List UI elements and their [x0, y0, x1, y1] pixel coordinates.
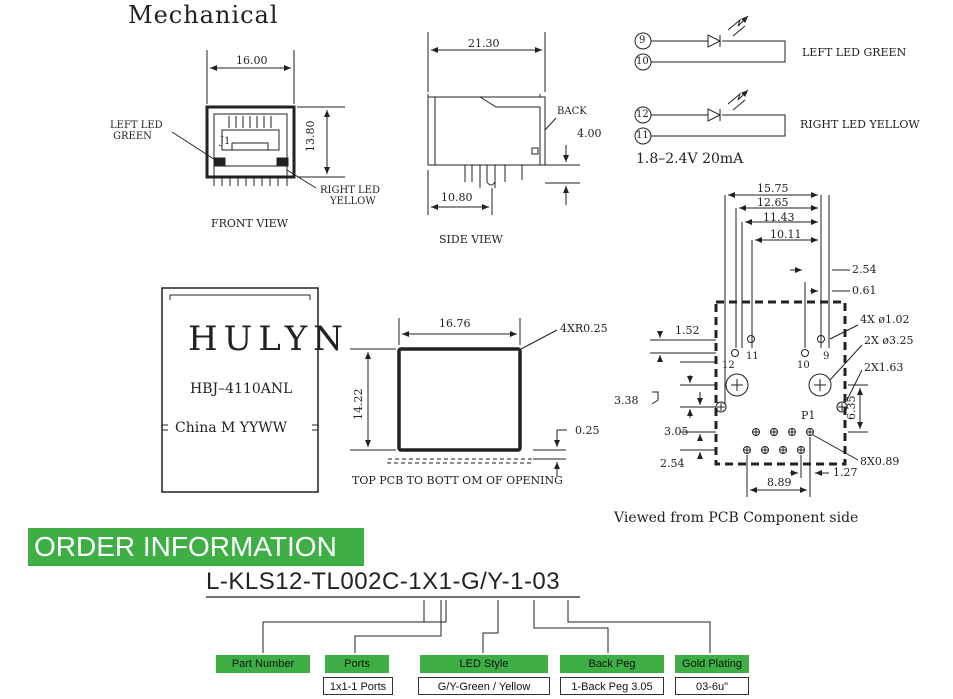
hole-spec-b: 2X ø3.25 — [864, 334, 914, 347]
pin-label-11: 11 — [746, 351, 759, 362]
side-view-drawing — [427, 32, 580, 215]
pcb-layout-drawing — [650, 192, 868, 497]
pin-label-10: 10 — [797, 360, 810, 371]
dim-3-38: 3.38 — [614, 394, 639, 407]
dim-1-27: 1.27 — [833, 466, 858, 479]
field-back-peg-label: Back Peg — [560, 655, 664, 673]
side-length-dim: 21.30 — [468, 37, 500, 50]
model-label: HBJ–4110ANL — [190, 381, 293, 397]
pin-label-12: 12 — [722, 360, 735, 371]
cutout-offset-dim: 0.25 — [575, 424, 600, 437]
pin-12-label: 12 — [636, 109, 649, 120]
cutout-height-dim: 14.22 — [352, 388, 365, 421]
left-led-color: GREEN — [113, 131, 152, 142]
dim-0-61: 0.61 — [852, 284, 877, 297]
corner-radius-label: 4XR0.25 — [560, 322, 608, 335]
right-led-yellow-label: RIGHT LED YELLOW — [800, 118, 920, 131]
order-leader-lines — [206, 596, 711, 653]
pin-9-label: 9 — [639, 35, 646, 46]
j1-label: J1 — [220, 136, 231, 147]
field-gold-plating-value: 03-6u" — [675, 677, 749, 695]
dim-15-75: 15.75 — [757, 182, 789, 195]
led-spec-label: 1.8–2.4V 20mA — [636, 151, 744, 167]
dim-1-52: 1.52 — [675, 324, 700, 337]
dim-8-89: 8.89 — [767, 476, 792, 489]
part-number-code: L-KLS12-TL002C-1X1-G/Y-1-03 — [206, 568, 561, 595]
origin-label: China M YYWW — [175, 420, 288, 436]
pcb-caption: Viewed from PCB Component side — [614, 510, 859, 526]
dim-10-11: 10.11 — [770, 228, 802, 241]
hole-spec-a: 4X ø1.02 — [860, 313, 910, 326]
side-back-dim: 4.00 — [577, 127, 602, 140]
cutout-caption: TOP PCB TO BOTT OM OF OPENING — [352, 474, 563, 487]
pin-label-9: 9 — [823, 351, 830, 362]
mechanical-title: Mechanical — [128, 1, 279, 29]
order-information-heading: ORDER INFORMATION — [28, 528, 364, 566]
p1-label: P1 — [801, 409, 816, 422]
field-gold-plating-label: Gold Plating — [675, 655, 749, 673]
front-view-drawing — [171, 50, 345, 189]
dim-2-54-top: 2.54 — [852, 263, 877, 276]
field-back-peg-value: 1-Back Peg 3.05 — [560, 677, 664, 695]
field-part-number-label: Part Number — [216, 655, 310, 673]
front-width-dim: 16.00 — [236, 54, 268, 67]
hole-spec-d: 8X0.89 — [860, 455, 900, 468]
back-label: BACK — [557, 106, 587, 117]
led-schematic-drawing — [634, 15, 786, 145]
left-led-label: LEFT LED — [110, 120, 163, 131]
hole-spec-c: 2X1.63 — [864, 361, 904, 374]
left-led-green-label: LEFT LED GREEN — [802, 46, 907, 59]
front-height-dim: 13.80 — [304, 120, 317, 153]
pin-11-label: 11 — [636, 130, 649, 141]
dim-2-54-bottom: 2.54 — [660, 457, 685, 470]
field-ports-value: 1x1-1 Ports — [323, 677, 393, 695]
brand-logo: HULYN — [188, 319, 349, 359]
pin-10-label: 10 — [636, 56, 649, 67]
dim-3-05: 3.05 — [664, 425, 689, 438]
dim-12-65: 12.65 — [757, 196, 789, 209]
field-led-style-label: LED Style — [420, 655, 548, 673]
cutout-drawing — [350, 318, 567, 476]
cutout-width-dim: 16.76 — [439, 317, 471, 330]
dim-6-35: 6.35 — [845, 395, 858, 421]
front-view-caption: FRONT VIEW — [211, 217, 289, 230]
right-led-label: RIGHT LED — [320, 185, 380, 196]
side-view-caption: SIDE VIEW — [439, 233, 503, 246]
field-led-style-value: G/Y-Green / Yellow — [418, 677, 550, 695]
right-led-color: YELLOW — [330, 196, 376, 207]
side-bottom-dim: 10.80 — [441, 191, 473, 204]
dim-11-43: 11.43 — [763, 211, 795, 224]
top-view-drawing — [161, 287, 319, 493]
field-ports-label: Ports — [325, 655, 389, 673]
